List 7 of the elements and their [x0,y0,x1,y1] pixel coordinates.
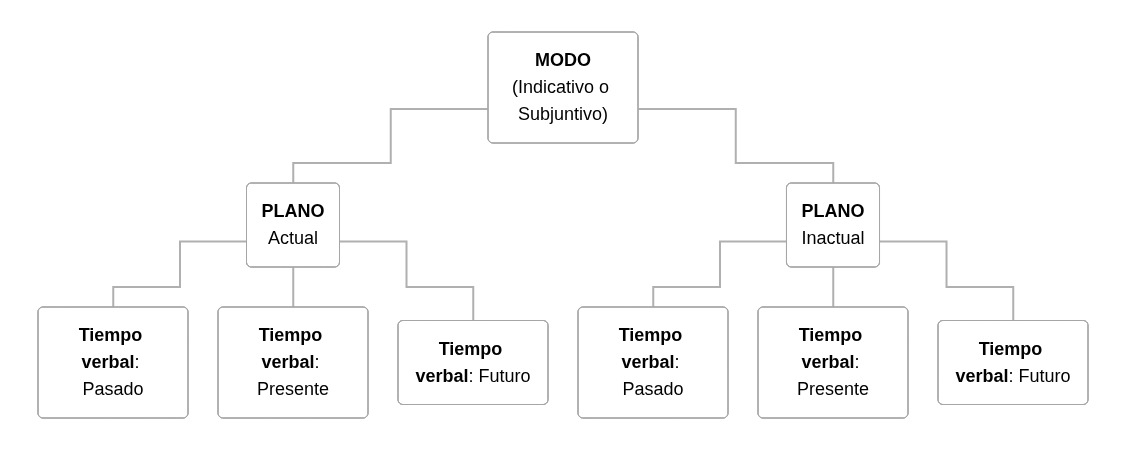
connector [831,266,834,309]
connector [111,240,248,309]
connector [291,266,294,309]
connector [637,107,834,185]
connector [878,240,1014,322]
connector [338,240,474,322]
connector [291,107,489,185]
